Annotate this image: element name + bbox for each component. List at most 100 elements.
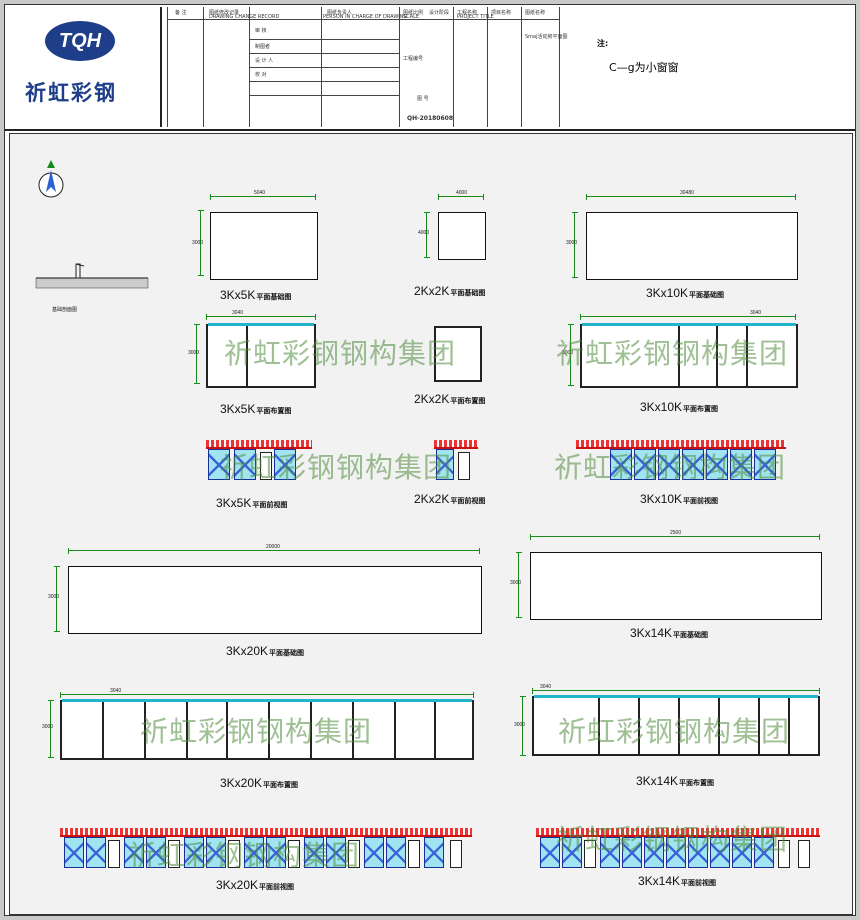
caption-cn: 平面前视图 — [681, 879, 717, 887]
hdr-item: 项目名称 — [491, 10, 512, 16]
elevation-3x14 — [536, 828, 820, 868]
layout-plan-3x20 — [60, 699, 474, 760]
partition-wall — [678, 326, 680, 386]
foundation-label: 基础剖面图 — [52, 307, 78, 313]
caption-cn: 平面前视图 — [450, 497, 486, 505]
caption-text: 3Kx14K — [630, 626, 673, 640]
window-panel — [622, 837, 642, 868]
layout-plan-3x14 — [532, 695, 820, 756]
window-panel — [234, 449, 256, 480]
row-drawing-no: 图 号 — [417, 96, 429, 102]
note-label: 注: — [597, 39, 609, 48]
caption-cn: 平面基础图 — [256, 293, 292, 301]
caption-text: 3Kx5K — [220, 402, 256, 416]
door — [228, 840, 240, 868]
caption-text: 2Kx2K — [414, 284, 450, 298]
door — [458, 452, 470, 480]
caption-cn: 平面基础图 — [673, 631, 709, 639]
caption-3x20-layout: 3Kx20K平面布置图 — [220, 776, 298, 790]
caption-2x2-foundation: 2Kx2K平面基础图 — [414, 284, 485, 298]
dim-text: 20000 — [266, 544, 280, 550]
subhdr-scale: SCALE — [403, 14, 420, 20]
roof — [206, 440, 312, 449]
caption-cn: 平面布置图 — [679, 779, 715, 787]
door — [348, 840, 360, 868]
dim-text: 3000 — [510, 580, 522, 586]
elevation-3x5 — [206, 440, 312, 480]
dim-line — [532, 688, 820, 697]
caption-cn: 平面前视图 — [683, 497, 719, 505]
caption-cn: 平面布置图 — [263, 781, 299, 789]
window-panel — [754, 449, 776, 480]
door — [260, 452, 272, 480]
grid-line — [203, 7, 204, 127]
grid-line — [249, 81, 399, 82]
grid-line — [249, 39, 399, 40]
roof — [536, 828, 820, 837]
caption-text: 3Kx14K — [638, 874, 681, 888]
door — [288, 840, 300, 868]
dim-text: 3000 — [42, 724, 54, 730]
partition-wall — [352, 702, 354, 758]
caption-3x14-layout: 3Kx14K平面布置图 — [636, 774, 714, 788]
window-panel — [540, 837, 560, 868]
dim-text: 4000 — [418, 230, 430, 236]
hdr-phase: 设计阶段 — [429, 10, 450, 16]
title-block: TQH 祈虹彩钢 备 注 图纸修改记录 图纸负责人 图纸比例 设计阶段 工程名称… — [5, 5, 855, 131]
caption-3x14-foundation: 3Kx14K平面基础图 — [630, 626, 708, 640]
foundation-3x10 — [586, 212, 798, 280]
window-panel — [706, 449, 728, 480]
drawing-sheet: TQH 祈虹彩钢 备 注 图纸修改记录 图纸负责人 图纸比例 设计阶段 工程名称… — [4, 4, 856, 916]
dim-line — [586, 194, 796, 203]
layout-plan-3x10 — [580, 323, 798, 388]
foundation-3x5 — [210, 212, 318, 280]
window-panel — [710, 837, 730, 868]
window-panel — [732, 837, 752, 868]
dim-text: 3040 — [232, 310, 244, 316]
dim-text: 3000 — [48, 594, 60, 600]
window-panel — [86, 837, 106, 868]
caption-2x2-elevation: 2Kx2K平面前视图 — [414, 492, 485, 506]
dim-line — [210, 194, 316, 203]
foundation-3x20 — [68, 566, 482, 634]
dim-line — [438, 194, 484, 203]
grid-line — [453, 7, 454, 127]
elevation-3x20 — [60, 828, 472, 868]
caption-text: 3Kx20K — [216, 878, 259, 892]
dim-text: 3000 — [514, 722, 526, 728]
dim-text: 30480 — [680, 190, 694, 196]
caption-cn: 平面布置图 — [450, 397, 486, 405]
dim-line — [68, 548, 480, 557]
hdr-person: 图纸负责人 — [327, 10, 353, 16]
partition-wall — [746, 326, 748, 386]
caption-cn: 平面基础图 — [450, 289, 486, 297]
foundation-section-icon — [35, 263, 149, 289]
watermark: 祈虹彩钢钢构集团 — [220, 451, 453, 484]
plan-edge — [534, 695, 818, 698]
grid-line — [399, 7, 400, 127]
watermark: 祈虹彩钢钢构集团 — [558, 715, 791, 748]
subhdr-project: PROJECT TITLE — [457, 14, 494, 20]
caption-cn: 平面基础图 — [689, 291, 725, 299]
caption-text: 3Kx20K — [226, 644, 269, 658]
caption-3x5-elevation: 3Kx5K平面前视图 — [216, 496, 287, 510]
grid-line — [249, 67, 399, 68]
partition-wall — [716, 326, 718, 386]
partition-wall — [226, 702, 228, 758]
company-name: 祈虹彩钢 — [25, 81, 117, 105]
partition-wall — [144, 702, 146, 758]
hdr-scale: 图纸比例 — [403, 10, 424, 16]
dim-line — [516, 552, 525, 618]
partition-wall — [678, 698, 680, 754]
window-panel — [666, 837, 686, 868]
caption-text: 3Kx5K — [216, 496, 252, 510]
grid-line — [167, 19, 559, 20]
dim-text: 4000 — [456, 190, 468, 196]
row-checker: 校 对 — [255, 72, 267, 78]
window-panel — [688, 837, 708, 868]
grid-line — [249, 53, 399, 54]
partition-wall — [758, 698, 760, 754]
window-panel — [754, 837, 774, 868]
foundation-3x14 — [530, 552, 822, 620]
window-panel — [730, 449, 752, 480]
